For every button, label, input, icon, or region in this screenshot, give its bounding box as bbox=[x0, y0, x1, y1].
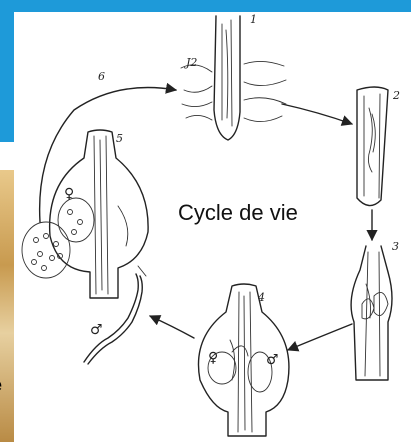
arrow-1-to-2 bbox=[282, 104, 352, 124]
male-symbol-stage4: ♂ bbox=[266, 352, 279, 368]
cycle-arrow-number: 6 bbox=[98, 70, 105, 83]
free-male-worm: ♂ bbox=[84, 274, 142, 364]
diagram-caption: Cycle de vie bbox=[178, 200, 298, 226]
stage-2-number: 2 bbox=[392, 89, 400, 102]
j2-label: J2 bbox=[184, 56, 197, 69]
stage-4-number: 4 bbox=[257, 291, 265, 304]
stage-3-number: 3 bbox=[392, 240, 399, 253]
stage-3-early-gall: 3 bbox=[351, 240, 399, 380]
arrow-3-to-4 bbox=[288, 324, 352, 350]
arrow-4-to-male bbox=[150, 316, 194, 338]
stage-4-developing-gall: 4 ♀ ♂ bbox=[198, 284, 288, 436]
stage-5-number: 5 bbox=[116, 132, 123, 145]
female-symbol-stage4: ♀ bbox=[208, 350, 218, 366]
male-symbol-worm: ♂ bbox=[90, 322, 103, 338]
mating-tick bbox=[138, 266, 146, 276]
stage-1-root-tip: 1 J2 bbox=[181, 13, 286, 140]
stage-1-number: 1 bbox=[250, 13, 257, 26]
female-symbol-stage5: ♀ bbox=[64, 186, 74, 202]
stage-2-infected-root: 2 bbox=[357, 87, 400, 206]
stage-5-mature-gall: 5 ♀ bbox=[22, 130, 148, 298]
arrow-6-cycle bbox=[40, 88, 176, 223]
